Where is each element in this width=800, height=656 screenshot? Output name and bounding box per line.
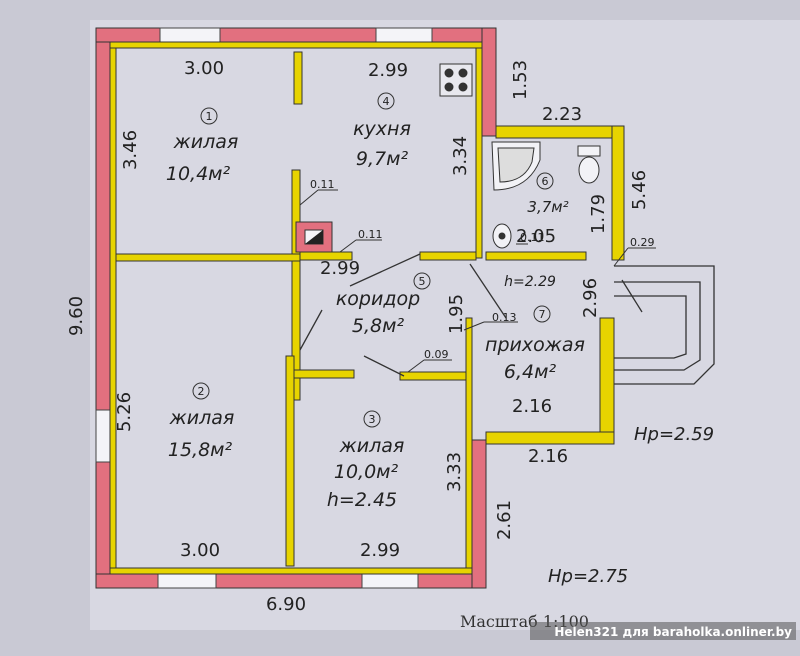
room-4-label: 4 кухня 9,7м² [353, 92, 411, 170]
dim-mid-wall: 2.99 [320, 258, 360, 279]
room-3-number: 3 [369, 413, 376, 426]
room-4-name: кухня [353, 118, 411, 140]
dim-0-11-b: 0.11 [358, 228, 383, 241]
room-6-number: 6 [542, 175, 549, 188]
watermark-text: Helen321 для baraholka.onliner.by [554, 625, 792, 639]
room-5-area: 5,8м² [352, 315, 405, 337]
dim-0-13: 0.13 [492, 311, 517, 324]
room-2-area: 15,8м² [168, 439, 233, 461]
room-3-label: 3 жилая 10,0м² h=2.45 [327, 410, 405, 511]
dim-bath-inner: 1.79 [588, 194, 609, 234]
room-2-label: 2 жилая 15,8м² [168, 382, 235, 461]
room-7-height: h=2.29 [504, 274, 556, 290]
room-5-name: коридор [336, 288, 420, 310]
dim-overall-left: 9.60 [66, 296, 87, 336]
dimension-labels: 3.00 2.99 2.23 2.05 2.99 2.16 2.16 3.00 … [66, 58, 650, 615]
dim-right-top: 1.53 [510, 60, 531, 100]
dim-left-upper: 3.46 [120, 130, 141, 170]
inner-walls [109, 41, 625, 575]
dim-bath-top: 2.23 [542, 104, 582, 125]
dim-room3-height: 3.33 [444, 452, 465, 492]
watermark-bg [530, 622, 796, 640]
room-4-area: 9,7м² [356, 148, 409, 170]
level-hp-259: Нр=2.59 [634, 424, 714, 445]
room-1-name: жилая [173, 131, 239, 153]
leader-lines [299, 189, 656, 373]
windows [95, 27, 433, 589]
dim-overall-bottom: 6.90 [266, 594, 306, 615]
porch-steps [614, 265, 715, 385]
dim-0-11-a: 0.11 [310, 178, 335, 191]
dim-right-lower: 2.61 [494, 500, 515, 540]
room-3-area: 10,0м² [334, 461, 399, 483]
room-6-area: 3,7м² [527, 198, 568, 216]
dim-hall-bottom: 2.16 [528, 446, 568, 467]
dim-0-29: 0.29 [630, 236, 655, 249]
bathtub-icon [491, 141, 541, 191]
chimney [295, 221, 333, 253]
dim-bottom-right: 2.99 [360, 540, 400, 561]
stove-icon [439, 63, 473, 97]
room-1-number: 1 [206, 110, 213, 123]
dim-bottom-left: 3.00 [180, 540, 220, 561]
door-lines [299, 253, 507, 377]
room-3-name: жилая [339, 435, 405, 457]
dim-hall-width: 2.16 [512, 396, 552, 417]
room-5-label: 5 коридор 5,8м² [336, 272, 431, 337]
room-2-number: 2 [198, 385, 205, 398]
dim-bath-right: 5.46 [629, 170, 650, 210]
room-1-label: 1 жилая 10,4м² [166, 107, 239, 185]
room-2-name: жилая [169, 407, 235, 429]
plan-area [90, 20, 800, 630]
room-4-number: 4 [383, 95, 390, 108]
dim-top-left: 3.00 [184, 58, 224, 79]
room-7-number: 7 [539, 308, 546, 321]
dim-hall-right: 2.96 [580, 278, 601, 318]
small-dimension-labels: 0.11 0.11 0.11 0.13 0.09 0.29 [310, 178, 655, 361]
dim-top-right: 2.99 [368, 60, 408, 81]
toilet-icon [577, 145, 601, 184]
room-5-number: 5 [419, 275, 426, 288]
room-7-name: прихожая [485, 334, 585, 356]
dim-bath-width: 2.05 [516, 226, 556, 247]
sink-icon [492, 223, 512, 249]
room-7-area: 6,4м² [504, 361, 557, 383]
level-hp-275: Нр=2.75 [548, 566, 628, 587]
room-6-label: 6 3,7м² [527, 172, 569, 216]
room-3-height: h=2.45 [327, 489, 397, 511]
room-7-label: h=2.29 7 прихожая 6,4м² [485, 274, 585, 383]
dim-room2-height: 5.26 [114, 392, 135, 432]
dim-kitchen-right: 3.34 [450, 136, 471, 176]
room-1-area: 10,4м² [166, 163, 231, 185]
dim-0-11-c: 0.11 [520, 231, 545, 244]
dim-corridor-right: 1.95 [446, 294, 467, 334]
dim-0-09: 0.09 [424, 348, 449, 361]
